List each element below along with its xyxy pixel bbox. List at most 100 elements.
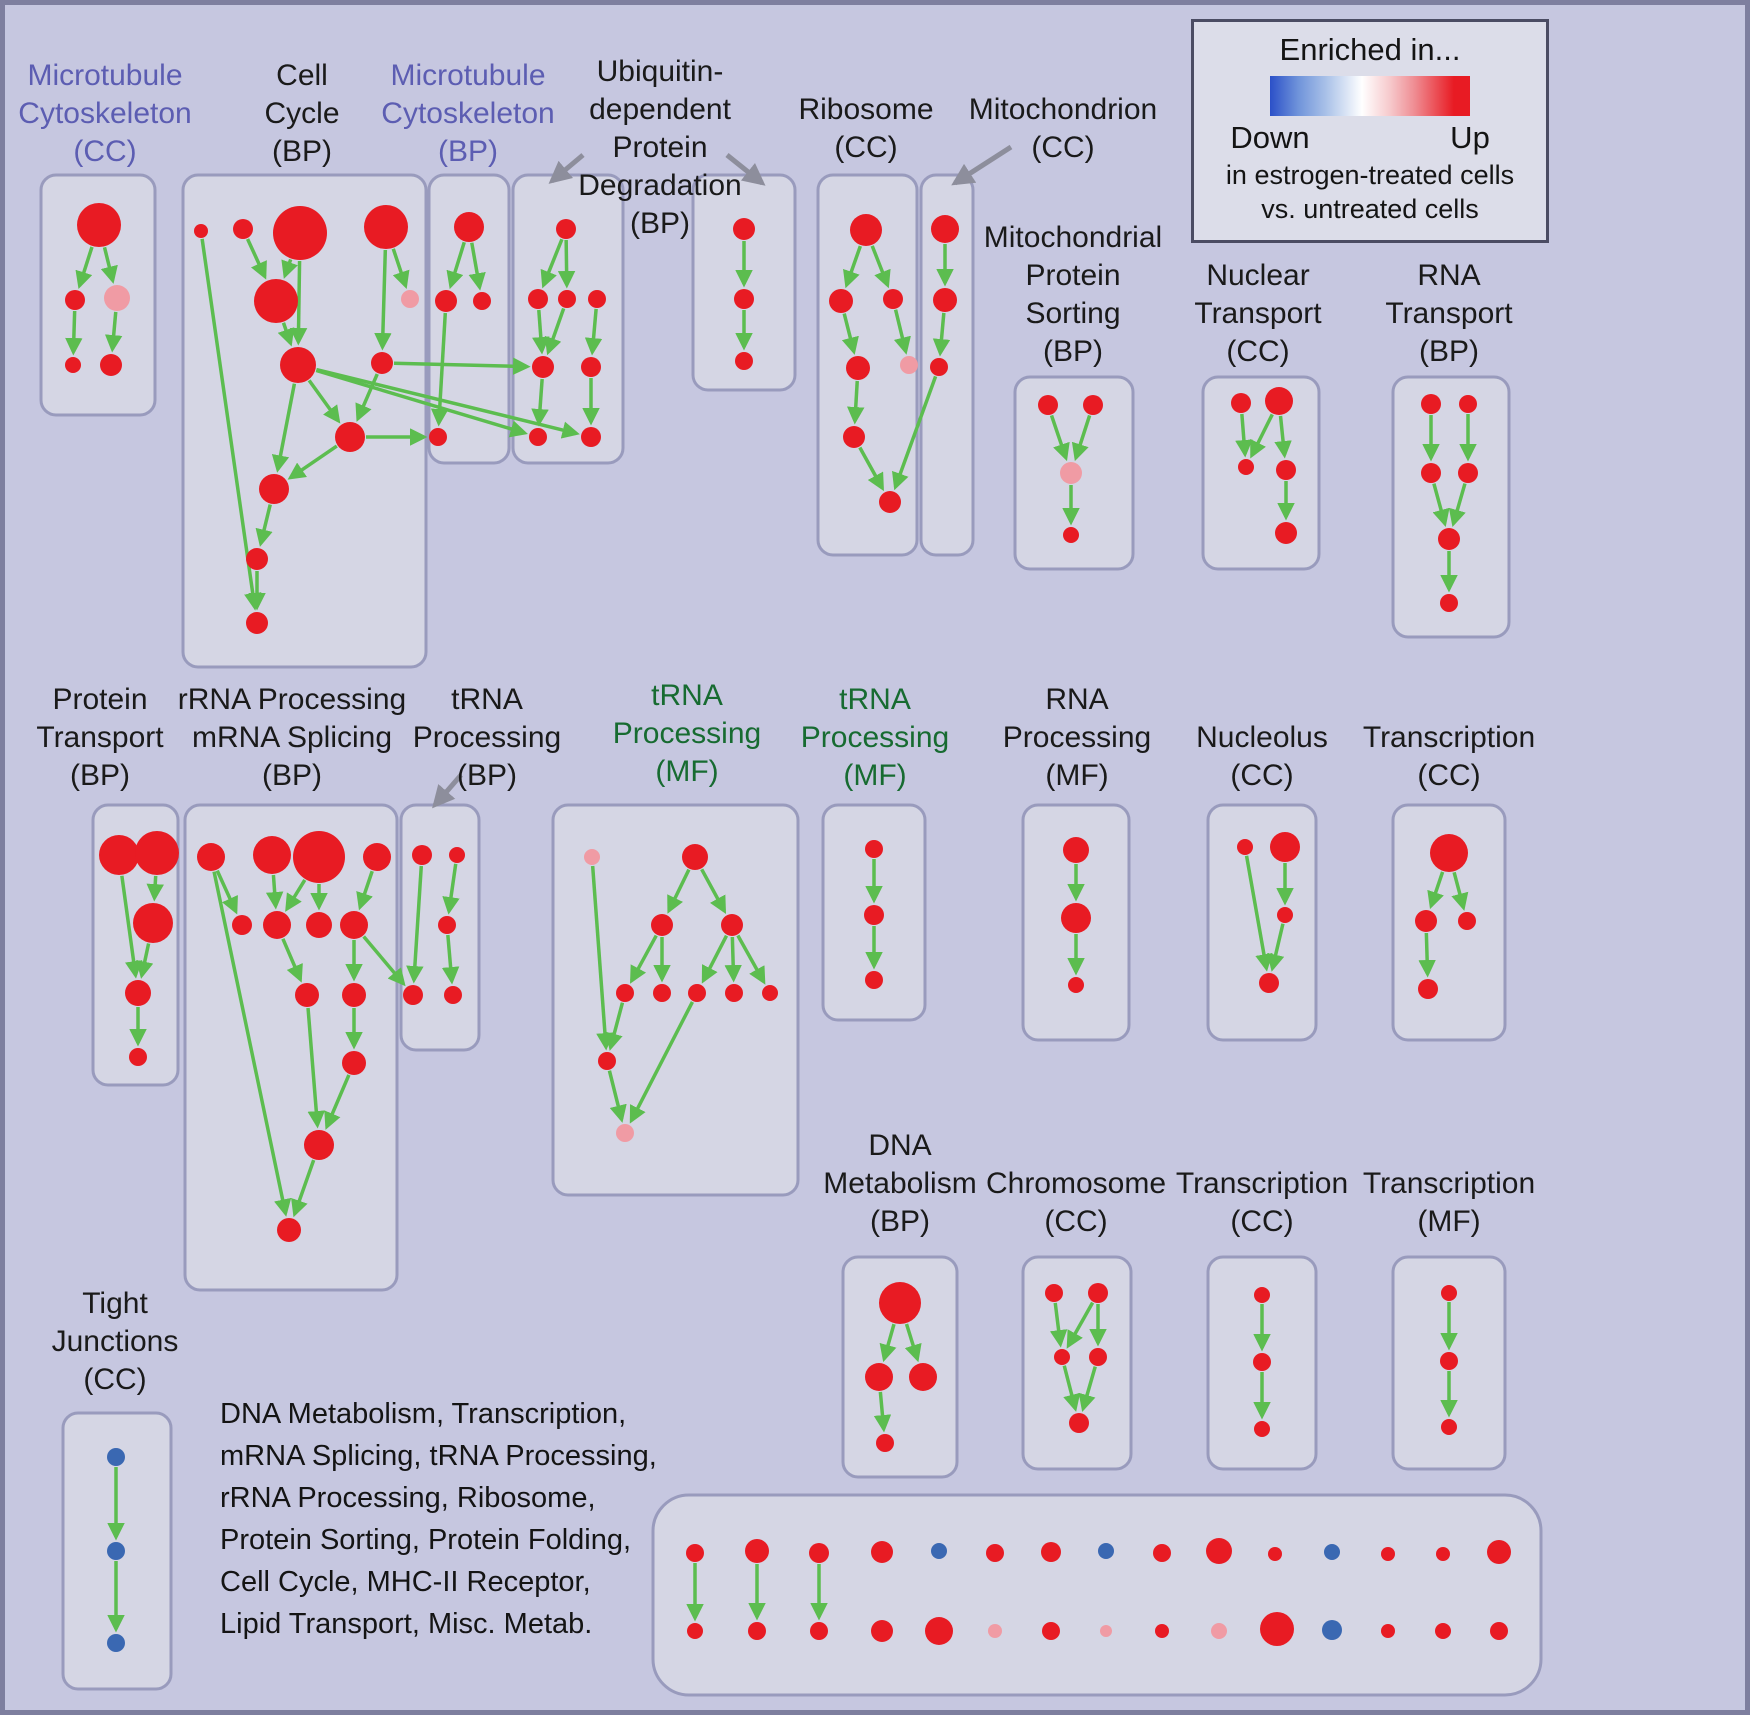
ubiquitin-protein-degradation-bp-a-edge-2 [532, 309, 550, 355]
pointer-ubiquitin-left [548, 153, 585, 184]
pointer-ubiquitin-right [725, 153, 766, 186]
rna-transport-bp-node-5 [1440, 594, 1458, 612]
chromosome-cc-node-0 [1045, 1284, 1063, 1302]
legend-up-label: Up [1450, 120, 1490, 155]
legend-gradient-bar [1270, 76, 1470, 116]
transcription-cc-a-node-3 [1418, 979, 1438, 999]
cell-cycle-bp-edge-8 [271, 383, 297, 473]
misc-functions-node-28 [1487, 1540, 1511, 1564]
misc-functions-node-2 [745, 1539, 769, 1563]
legend-down-label: Down [1230, 120, 1310, 155]
ubiquitin-protein-degradation-bp-a-node-5 [581, 357, 601, 377]
microtubule-cytoskeleton-bp-node-3 [429, 428, 447, 446]
trna-processing-mf-a-node-4 [616, 984, 634, 1002]
dna-metabolism-bp-node-3 [876, 1434, 894, 1452]
edges-layer [65, 238, 1477, 1633]
trna-processing-mf-b-node-1 [864, 905, 884, 925]
trna-processing-bp-node-0 [412, 845, 432, 865]
legend-subtitle-line2: vs. untreated cells [1261, 194, 1479, 224]
microtubule-cytoskeleton-cc-node-2 [104, 285, 130, 311]
trna-processing-bp-edge-2 [441, 934, 460, 985]
misc-functions-node-14 [1098, 1543, 1114, 1559]
misc-functions-node-11 [988, 1624, 1002, 1638]
ribosome-cc-node-0 [850, 214, 882, 246]
trna-processing-bp-edge-1 [442, 863, 460, 915]
microtubule-cytoskeleton-cc-node-1 [65, 290, 85, 310]
cell-cycle-bp-node-10 [246, 548, 268, 570]
cell-cycle-bp-node-0 [194, 224, 208, 238]
rrna-processing-mrna-splicing-bp-edge-9 [324, 1074, 351, 1130]
transcription-cc-b-node-2 [1254, 1421, 1270, 1437]
misc-functions-node-10 [986, 1544, 1004, 1562]
cross-edge-2 [393, 357, 531, 376]
protein-transport-bp-edge-1 [120, 875, 143, 979]
trna-processing-mf-a-node-3 [721, 914, 743, 936]
ubiquitin-protein-degradation-bp-a-edge-3 [544, 307, 566, 356]
trna-processing-bp-node-1 [449, 847, 465, 863]
ubiquitin-protein-degradation-bp-a-node-7 [581, 427, 601, 447]
rna-processing-mf-node-0 [1063, 837, 1089, 863]
cell-cycle-bp-edge-5 [277, 322, 295, 347]
cross-edge-4 [892, 375, 938, 491]
cell-cycle-bp-node-4 [254, 279, 298, 323]
cell-cycle-bp-node-5 [401, 290, 419, 308]
rrna-processing-mrna-splicing-bp-edge-0 [215, 869, 238, 915]
trna-processing-mf-a-node-7 [725, 984, 743, 1002]
protein-transport-bp-box [91, 803, 180, 1087]
cell-cycle-bp-edge-0 [245, 238, 267, 280]
mitochondrial-protein-sorting-bp-edge-1 [1071, 414, 1092, 462]
protein-transport-bp-node-2 [133, 903, 173, 943]
transcription-cc-a-box [1391, 803, 1507, 1042]
dna-metabolism-bp-node-2 [909, 1363, 937, 1391]
cell-cycle-bp-edge-2 [289, 260, 308, 346]
chromosome-cc-node-2 [1054, 1349, 1070, 1365]
protein-transport-bp-node-3 [125, 980, 151, 1006]
trna-processing-mf-a-edge-10 [629, 1001, 694, 1124]
ribosome-cc-edge-0 [843, 245, 863, 289]
rrna-processing-mrna-splicing-bp-edge-7 [306, 1007, 326, 1129]
cell-cycle-bp-node-8 [335, 422, 365, 452]
rrna-processing-mrna-splicing-bp-node-5 [263, 911, 291, 939]
rna-processing-mf-node-1 [1061, 903, 1091, 933]
chromosome-cc-edge-0 [1049, 1302, 1068, 1348]
transcription-mf-node-1 [1440, 1352, 1458, 1370]
misc-functions-node-21 [1260, 1612, 1294, 1646]
nucleolus-cc-edge-2 [1244, 855, 1273, 972]
trna-processing-bp-node-4 [444, 986, 462, 1004]
microtubule-cytoskeleton-cc-edge-3 [104, 311, 123, 353]
misc-functions-node-8 [931, 1543, 947, 1559]
chromosome-cc-box [1021, 1255, 1133, 1471]
mitochondrial-protein-sorting-bp-node-0 [1038, 395, 1058, 415]
rna-transport-bp-edge-2 [1432, 483, 1450, 527]
trna-processing-mf-a-edge-6 [736, 934, 766, 985]
rrna-processing-mrna-splicing-bp-node-4 [232, 915, 252, 935]
rrna-processing-mrna-splicing-bp-node-8 [295, 983, 319, 1007]
transcription-cc-b-node-1 [1253, 1353, 1271, 1371]
protein-transport-bp-edge-2 [136, 943, 154, 979]
cell-cycle-bp-node-6 [280, 347, 316, 383]
transcription-cc-a-node-2 [1458, 912, 1476, 930]
microtubule-cytoskeleton-bp-edge-0 [446, 241, 466, 290]
microtubule-cytoskeleton-bp-node-0 [454, 212, 484, 242]
chromosome-cc-node-1 [1088, 1283, 1108, 1303]
nucleolus-cc-node-1 [1270, 832, 1300, 862]
ribosome-cc-node-4 [900, 356, 918, 374]
mitochondrial-protein-sorting-bp-edge-0 [1049, 414, 1070, 462]
transcription-cc-a-edge-1 [1451, 871, 1469, 911]
misc-functions-node-26 [1436, 1547, 1450, 1561]
cluster-boxes-layer [39, 173, 1543, 1697]
misc-functions-node-18 [1206, 1538, 1232, 1564]
ubiquitin-protein-degradation-bp-b-node-1 [734, 289, 754, 309]
misc-functions-node-16 [1153, 1544, 1171, 1562]
ubiquitin-protein-degradation-bp-b-node-0 [733, 218, 755, 240]
rna-processing-mf-node-2 [1068, 977, 1084, 993]
transcription-mf-node-2 [1441, 1419, 1457, 1435]
ribosome-cc-node-3 [846, 356, 870, 380]
nuclear-transport-cc-edge-1 [1250, 413, 1274, 459]
ubiquitin-protein-degradation-bp-a-node-4 [532, 356, 554, 378]
rrna-processing-mrna-splicing-bp-node-1 [253, 836, 291, 874]
trna-processing-mf-a-node-1 [682, 844, 708, 870]
ribosome-cc-node-2 [883, 289, 903, 309]
cross-edge-0 [315, 368, 528, 438]
